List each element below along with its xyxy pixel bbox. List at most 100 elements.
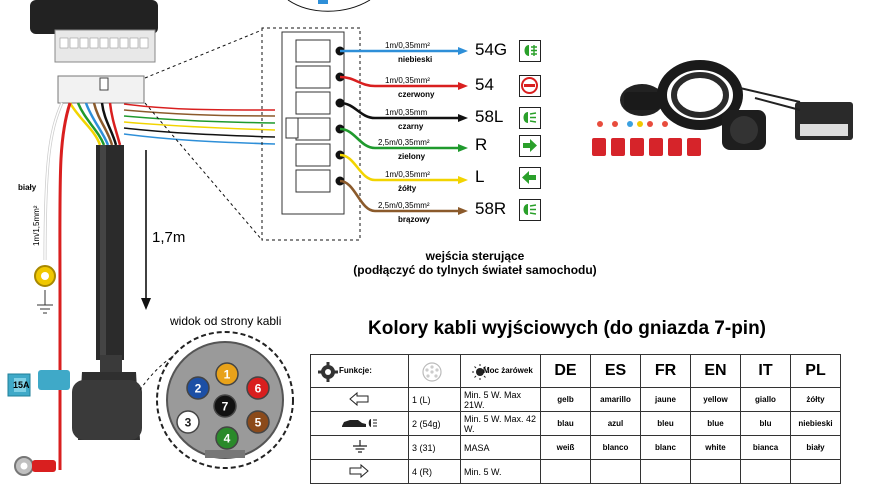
wire-color-name: czarny <box>398 122 424 131</box>
header-lang-es: ES <box>590 354 641 388</box>
row-pin: 2 (54g) <box>408 411 461 436</box>
arrow-right-icon <box>519 135 541 157</box>
inputs-caption-line2: (podłączyć do tylnych świateł samochodu) <box>353 263 597 277</box>
wire-spec: 2,5m/0,35mm² <box>378 201 430 210</box>
module-callout-marker <box>318 0 328 4</box>
socket-pin <box>176 410 200 434</box>
row-color-es: amarillo <box>590 387 641 412</box>
row-pin: 1 (L) <box>408 387 461 412</box>
socket-pin-number: 2 <box>195 382 202 396</box>
wire-arrowhead <box>458 207 468 215</box>
fuse-holder <box>7 370 70 397</box>
wire-arrowhead <box>458 176 468 184</box>
fog-light-icon <box>519 40 541 62</box>
harness-connector <box>57 75 145 104</box>
row-bulb-power: Min. 5 W. Max. 42 W. <box>460 411 541 436</box>
row-color-fr: jaune <box>640 387 691 412</box>
row-function-icon <box>310 387 409 412</box>
socket-pin-number: 5 <box>255 416 262 430</box>
pin-code: 54 <box>475 75 494 94</box>
row-color-es: blanco <box>590 435 641 460</box>
socket-view-label: widok od strony kabli <box>170 314 282 328</box>
header-lang-en: EN <box>690 354 741 388</box>
socket-pin-number: 4 <box>224 432 231 446</box>
row-color-it: blu <box>740 411 791 436</box>
pin-code: 58R <box>475 199 507 218</box>
pin-code: L <box>475 167 485 186</box>
wire-color-name: zielony <box>398 152 426 161</box>
wire-arrowhead <box>458 114 468 122</box>
header-lang-pl: PL <box>790 354 841 388</box>
table-title: Kolory kabli wyjściowych (do gniazda 7-p… <box>368 318 767 339</box>
product-photo <box>592 60 853 156</box>
socket-pin-number: 6 <box>255 382 262 396</box>
row-color-de: weiß <box>540 435 591 460</box>
socket-pin <box>246 410 270 434</box>
row-color-en: yellow <box>690 387 741 412</box>
arrow-left-outline-icon <box>348 391 368 406</box>
output-wire <box>339 101 460 120</box>
position-light-icon <box>519 199 541 221</box>
header-lang-de: DE <box>540 354 591 388</box>
supply-ring-terminal <box>14 456 56 476</box>
wire-spec: 1m/0,35mm <box>385 108 428 117</box>
wire-arrowhead <box>458 144 468 152</box>
output-wire <box>339 75 460 88</box>
supply-wire <box>58 102 72 470</box>
ground-icon <box>352 439 367 453</box>
row-bulb-power: MASA <box>460 435 541 460</box>
position-light-icon <box>519 107 541 129</box>
row-bulb-power: Min. 5 W. Max 21W. <box>460 387 541 412</box>
socket-pin <box>186 376 210 400</box>
wire-color-name: niebieski <box>398 55 433 64</box>
output-wire <box>339 179 460 213</box>
wire-arrowhead <box>458 47 468 55</box>
arrow-left-icon <box>519 167 541 189</box>
row-color-it: giallo <box>740 387 791 412</box>
header-lang-fr: FR <box>640 354 691 388</box>
row-color-de: blau <box>540 411 591 436</box>
row-color-fr: bleu <box>640 411 691 436</box>
ground-wire <box>34 102 64 314</box>
row-color-en: blue <box>690 411 741 436</box>
row-color-it: bianca <box>740 435 791 460</box>
row-function-icon <box>310 411 409 436</box>
wire-color-name: żółty <box>398 184 417 193</box>
pin-code: R <box>475 135 488 154</box>
fuse-rating: 15A <box>13 380 30 390</box>
header-lang-it: IT <box>740 354 791 388</box>
wire-color-name: brązowy <box>398 215 431 224</box>
ground-wire-color: biały <box>18 183 37 192</box>
main-cable <box>72 145 142 440</box>
arrow-right-outline-icon <box>349 463 369 478</box>
socket-pin <box>215 426 239 450</box>
zoom-lines <box>139 27 361 391</box>
wire-spec: 1m/0,35mm² <box>385 41 430 50</box>
cable-length: 1,7m <box>152 229 186 246</box>
wire-spec: 2,5m/0,35mm² <box>378 138 430 147</box>
output-wire <box>339 127 460 150</box>
socket-pin <box>215 362 239 386</box>
row-color-pl: biały <box>790 435 841 460</box>
socket-pin <box>213 394 237 418</box>
wire-arrowhead <box>458 82 468 90</box>
row-pin: 3 (31) <box>408 435 461 460</box>
pin-code: 58L <box>475 107 504 126</box>
output-wire <box>339 153 460 182</box>
header-pin <box>408 354 461 388</box>
row-color-fr: blanc <box>640 435 691 460</box>
row-function-icon <box>310 435 409 460</box>
wire-spec: 1m/0,35mm² <box>385 76 430 85</box>
inputs-caption-line1: wejścia sterujące <box>425 249 525 263</box>
wire-color-name: czerwony <box>398 90 435 99</box>
pin-code: 54G <box>475 40 508 59</box>
stop-lamp-icon <box>519 75 541 97</box>
row-color-es: azul <box>590 411 641 436</box>
row-color-pl: niebieski <box>790 411 841 436</box>
output-wires <box>335 46 468 215</box>
harness-wires <box>68 102 276 146</box>
